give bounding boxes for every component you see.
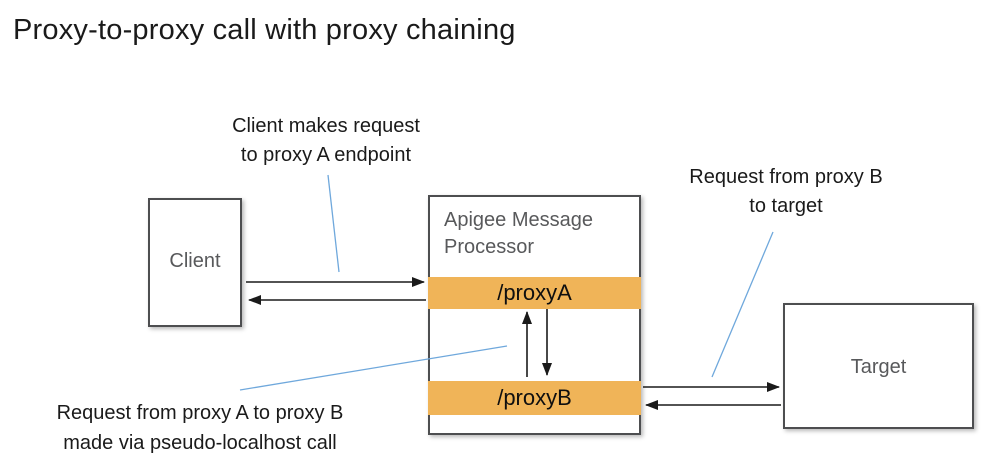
leader-client-request	[327, 174, 340, 273]
annotation-client-request: Client makes request to proxy A endpoint	[210, 112, 442, 170]
client-node: Client	[148, 198, 242, 327]
annotation-line: made via pseudo-localhost call	[63, 432, 337, 454]
proxy-a-bar: /proxyA	[428, 277, 641, 309]
leader-proxyb-to-target	[711, 231, 774, 378]
annotation-proxya-to-proxyb: Request from proxy A to proxy B made via…	[12, 398, 388, 458]
target-label: Target	[850, 356, 907, 378]
annotation-line: to proxy A endpoint	[240, 144, 412, 166]
message-processor-node: Apigee Message Processor /proxyA /proxyB	[428, 195, 641, 435]
annotation-line: Client makes request	[232, 115, 420, 137]
proxy-a-label: /proxyA	[497, 280, 572, 305]
proxy-b-label: /proxyB	[497, 385, 572, 410]
annotation-line: to target	[749, 195, 823, 217]
annotation-line: Request from proxy A to proxy B	[56, 402, 344, 424]
annotation-proxyb-to-target: Request from proxy B to target	[670, 163, 902, 221]
message-processor-label: Apigee Message Processor	[444, 209, 593, 258]
target-node: Target	[783, 303, 974, 429]
diagram-title: Proxy-to-proxy call with proxy chaining	[13, 14, 516, 46]
proxy-b-bar: /proxyB	[428, 381, 641, 415]
client-label: Client	[169, 250, 221, 272]
annotation-line: Request from proxy B	[689, 166, 883, 188]
